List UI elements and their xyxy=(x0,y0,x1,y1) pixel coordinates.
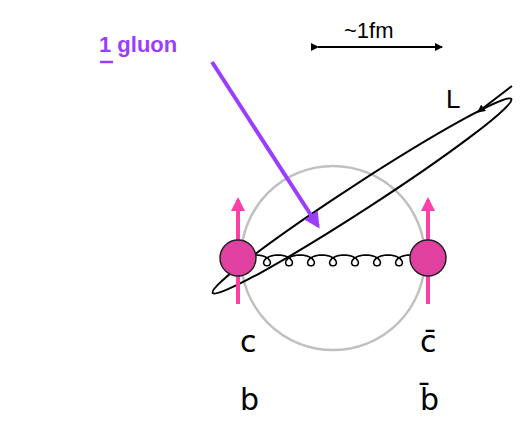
quark-label: c xyxy=(240,322,257,361)
angular-momentum-label: L xyxy=(446,86,460,112)
bound-state-circle xyxy=(241,166,425,350)
quark-label: b̄ xyxy=(420,380,439,419)
dimension-label: ~1fm xyxy=(344,20,394,42)
pointer-arrow xyxy=(212,62,318,226)
gluon-spring xyxy=(256,255,410,266)
quark-label: c̄ xyxy=(420,322,437,361)
orbit-loop xyxy=(206,88,519,304)
underline-mark xyxy=(100,61,113,64)
annotation-label: 1 gluon xyxy=(99,34,177,56)
leader-line xyxy=(478,86,512,112)
antiquark-sphere xyxy=(410,240,446,276)
quark-sphere xyxy=(220,240,256,276)
dimension-arrow xyxy=(318,46,442,48)
quark-label: b xyxy=(240,380,259,419)
